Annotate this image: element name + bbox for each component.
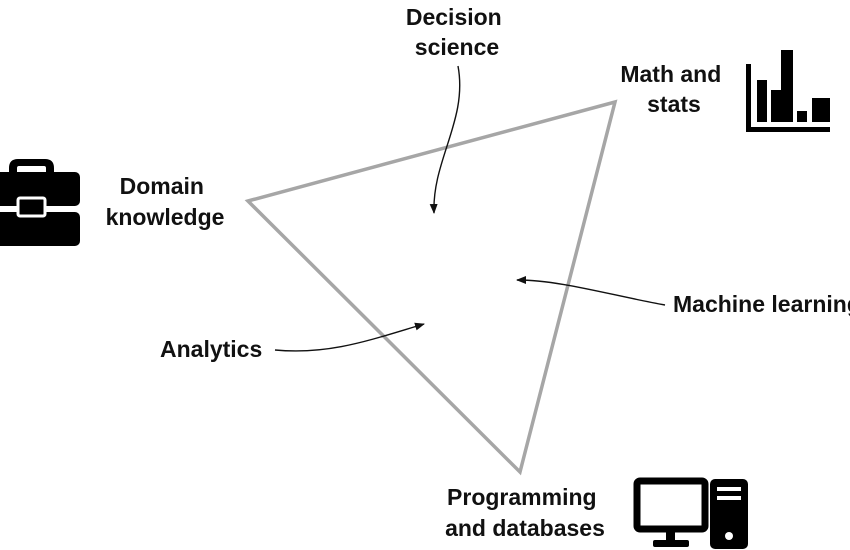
briefcase-icon [0, 159, 80, 246]
bar-chart-icon [746, 50, 830, 132]
programming-and-databases-label: Programming and databases [445, 484, 605, 541]
analytics-arrow [274, 322, 425, 352]
machine-learning-arrow [516, 276, 666, 306]
machine-learning-label: Machine learning [673, 291, 850, 317]
computer-icon [633, 477, 748, 549]
decision-science-arrow [429, 65, 461, 214]
analytics-label: Analytics [160, 336, 262, 362]
math-and-stats-label: Math and stats [620, 61, 727, 117]
domain-knowledge-label: Domain knowledge [106, 173, 225, 230]
skills-triangle [244, 99, 618, 476]
decision-science-label: Decision science [406, 4, 508, 60]
